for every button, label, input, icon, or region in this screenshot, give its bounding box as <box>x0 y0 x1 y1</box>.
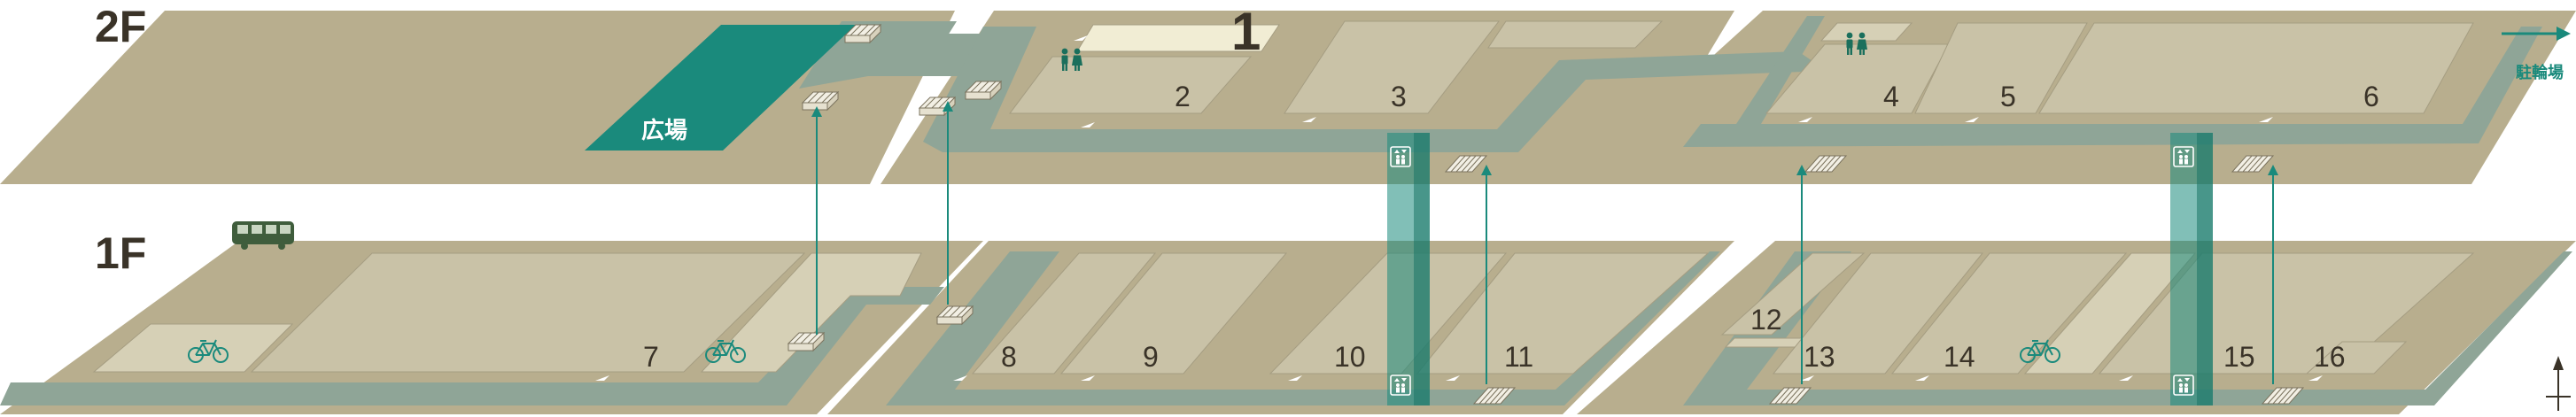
walkway-1f-east <box>1683 251 2572 405</box>
store-number-5[interactable]: 5 <box>2000 81 2016 112</box>
parking-label: 駐輪場 <box>2516 63 2564 82</box>
store-tile-2f-1 <box>1076 24 1280 52</box>
store-number-4[interactable]: 4 <box>1883 81 1899 112</box>
store-number-11[interactable]: 11 <box>1504 341 1533 373</box>
store-number-6[interactable]: 6 <box>2363 81 2379 112</box>
bus-icon <box>232 221 294 250</box>
store-number-8[interactable]: 8 <box>1001 341 1017 373</box>
store-tile-2f-2 <box>1009 56 1253 114</box>
store-tile-2f-6 <box>2038 22 2474 114</box>
store-tile-1f-11 <box>1416 252 1710 375</box>
floor-1f: 7 8 9 10 11 12 13 14 15 16 <box>0 221 2576 414</box>
north-arrow-icon <box>2546 356 2571 411</box>
store-tile-1f-14 <box>1890 252 2128 375</box>
store-tile-1f-8 <box>971 252 1157 375</box>
store-tile-2f-5 <box>1914 22 2088 114</box>
store-tile-1f-9 <box>1059 252 1288 375</box>
elevator-shaft <box>2197 133 2213 405</box>
store-tile-1f-12 <box>1720 252 1866 336</box>
store-number-14[interactable]: 14 <box>1944 341 1975 373</box>
store-tile-2f-4 <box>1765 43 1950 114</box>
plaza-label: 広場 <box>641 117 687 144</box>
walkway-2f-middle <box>923 27 1827 152</box>
plaza <box>585 25 856 151</box>
store-tile-2f-3b <box>1487 20 1664 49</box>
store-tile-1f-12b <box>1724 337 1809 348</box>
walkway-1f-west <box>0 287 944 405</box>
elevator-shaft <box>1414 133 1430 405</box>
store-tile-1f-7 <box>250 252 806 373</box>
floor-label-1f: 1F <box>95 228 146 278</box>
store-number-12[interactable]: 12 <box>1750 304 1782 336</box>
store-number-13[interactable]: 13 <box>1804 341 1835 373</box>
bike-parking-area <box>700 252 922 373</box>
store-number-7[interactable]: 7 <box>643 341 659 373</box>
store-number-1[interactable]: 1 <box>1231 2 1261 61</box>
store-number-2[interactable]: 2 <box>1175 81 1191 112</box>
store-tile-2f-3a <box>1284 20 1501 114</box>
store-number-16[interactable]: 16 <box>2314 341 2346 373</box>
floor-2f: 広場 1 2 3 4 5 6 <box>0 2 2576 184</box>
store-tile-1f-13 <box>1772 252 1984 375</box>
store-number-10[interactable]: 10 <box>1334 341 1366 373</box>
store-number-9[interactable]: 9 <box>1143 341 1159 373</box>
parking-arrow-icon[interactable] <box>2502 27 2571 41</box>
walkway-1f-middle <box>886 251 1720 405</box>
walkway-2f-east <box>1683 16 2542 147</box>
vertical-connectors <box>811 101 2278 405</box>
store-number-15[interactable]: 15 <box>2223 341 2255 373</box>
store-tile-1f-16 <box>2305 341 2408 375</box>
store-tile-2f-4a <box>1819 22 1913 42</box>
store-number-3[interactable]: 3 <box>1391 81 1407 112</box>
